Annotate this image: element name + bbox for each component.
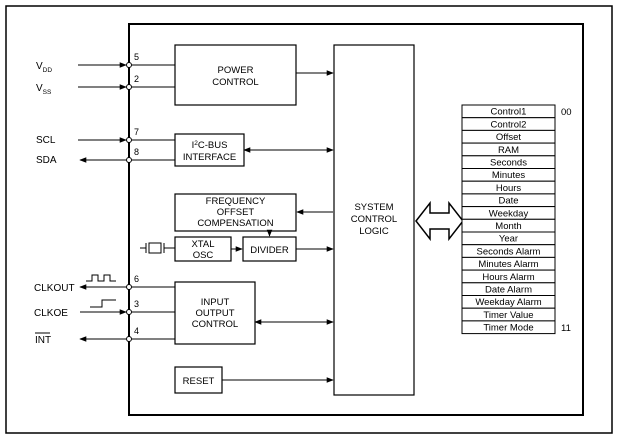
int-label: INT [35,335,51,346]
reset-label: RESET [183,376,215,387]
register-label: Weekday [489,208,529,219]
register-label: Control2 [491,119,527,130]
io-control-line2: OUTPUT [195,308,234,319]
register-label: Date [498,196,518,207]
register-label: Hours Alarm [482,272,534,283]
power-control-block [174,44,297,106]
register-label: Seconds [490,158,527,169]
io-control-line3: CONTROL [192,319,238,330]
register-label: Timer Value [483,310,533,321]
pin-vdd: 5 [134,52,139,62]
clkoe-label: CLKOE [34,308,68,319]
register-label: Year [499,234,518,245]
frequency-offset-line3: COMPENSATION [197,218,273,229]
pin-scl: 7 [134,127,139,137]
vdd-label: VDD [36,61,52,74]
frequency-offset-block [174,193,297,232]
i2c-interface-block [174,133,245,167]
last-register-address: 11 [561,323,571,334]
vss-label: VSS [36,83,52,96]
power-control-line2: CONTROL [212,77,258,88]
power-control-line1: POWER [218,65,254,76]
pin-int: 4 [134,326,139,336]
register-label: Minutes Alarm [478,259,538,270]
input-output-control-block [174,281,256,345]
system-control-line1: SYSTEM [354,202,393,213]
square-wave-icon [86,274,116,282]
system-control-line2: CONTROL [351,214,397,225]
register-label: Offset [496,132,522,143]
divider-block [242,236,297,262]
register-label: Control1 [491,107,527,118]
register-label: Seconds Alarm [477,246,541,257]
scl-label: SCL [36,135,56,146]
system-control-line3: LOGIC [359,226,389,237]
pin-clkout: 6 [134,274,139,284]
chip-body [128,23,584,416]
register-label: Weekday Alarm [475,297,541,308]
i2c-interface-line2: INTERFACE [183,152,236,163]
divider-label: DIVIDER [250,245,289,256]
xtal-osc-line1: XTAL [191,239,214,250]
io-control-line1: INPUT [201,297,230,308]
register-label: Date Alarm [485,285,532,296]
register-label: Hours [496,183,522,194]
sda-label: SDA [36,155,57,166]
pin-sda: 8 [134,147,139,157]
register-label: RAM [498,145,519,156]
step-signal-icon [90,299,116,308]
pin-clkoe: 3 [134,299,139,309]
register-row [461,320,556,335]
xtal-osc-block [174,236,232,262]
i2c-interface-line1: I2C-BUS [192,140,228,151]
pin-vss: 2 [134,74,139,84]
bus-double-arrow [415,200,464,242]
register-label: Timer Mode [483,323,533,334]
system-control-logic-block [333,44,415,396]
frequency-offset-line2: OFFSET [217,207,255,218]
register-label: Month [495,221,521,232]
register-label: Minutes [492,170,526,181]
crystal-icon [140,242,175,254]
frequency-offset-line1: FREQUENCY [206,196,266,207]
pin-circles [126,62,132,342]
reset-block [174,366,223,394]
clkout-label: CLKOUT [34,283,75,294]
outer-frame [5,5,613,434]
first-register-address: 00 [561,107,572,118]
xtal-osc-line2: OSC [193,250,214,261]
